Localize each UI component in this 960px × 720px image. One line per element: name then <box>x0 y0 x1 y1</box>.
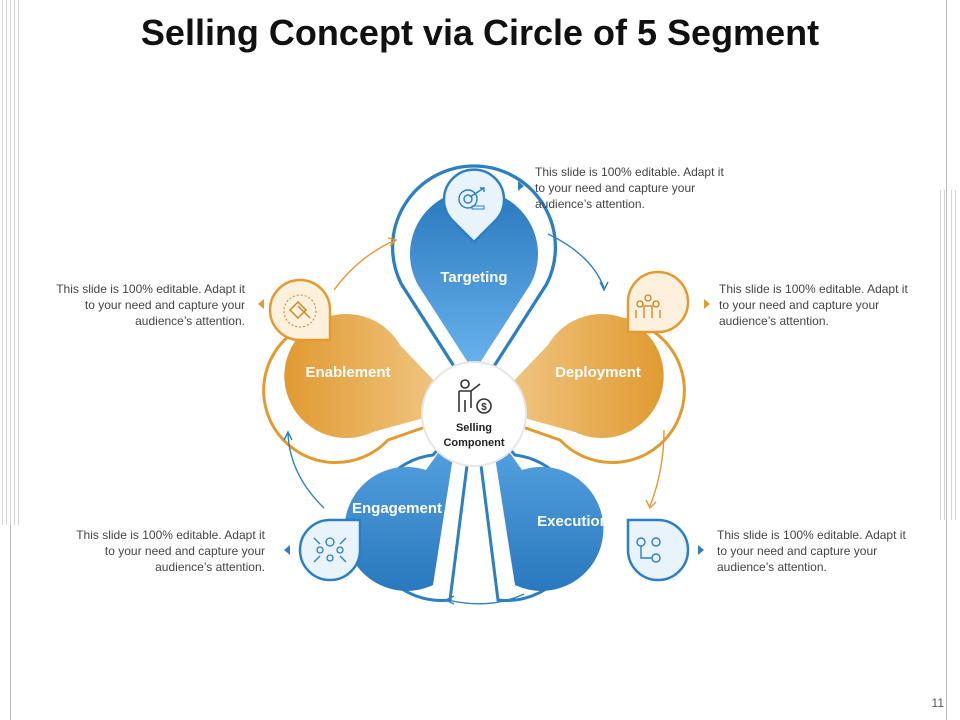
pointer-markers <box>258 181 710 555</box>
handshake-icon <box>268 278 332 342</box>
decor-line <box>10 525 11 720</box>
description-deployment: This slide is 100% editable. Adapt it to… <box>719 282 908 328</box>
target-head-icon <box>442 168 506 244</box>
segment-label: Targeting <box>440 269 507 286</box>
segment-execution: Execution <box>490 425 609 591</box>
segment-label: Deployment <box>555 364 641 381</box>
segment-label: Execution <box>537 513 609 530</box>
segment-targeting: Targeting <box>409 190 538 372</box>
segment-label: Enablement <box>305 364 390 381</box>
decor-line <box>14 0 15 525</box>
description-targeting: This slide is 100% editable. Adapt it to… <box>535 165 724 211</box>
segment-label: Engagement <box>352 500 442 517</box>
team-icon <box>626 270 690 334</box>
svg-text:$: $ <box>481 402 487 413</box>
person-dollar-icon: $ <box>458 379 492 414</box>
decor-line <box>2 0 3 525</box>
center-hub: $ Selling Component <box>421 361 527 467</box>
decor-line <box>10 0 11 525</box>
flow-arrows <box>283 233 665 605</box>
center-label-line2: Component <box>443 437 504 449</box>
gears-flow-icon <box>626 518 690 582</box>
decor-line <box>6 0 7 525</box>
segment-deployment: Deployment <box>488 314 664 439</box>
network-people-icon <box>298 518 362 582</box>
segment-engagement: Engagement <box>344 425 458 591</box>
segment-enablement: Enablement <box>284 314 460 439</box>
decor-line <box>940 190 941 520</box>
decor-line <box>946 0 947 720</box>
description-engagement: This slide is 100% editable. Adapt it to… <box>76 528 265 574</box>
description-execution: This slide is 100% editable. Adapt it to… <box>717 528 906 574</box>
center-label-line1: Selling <box>456 422 492 434</box>
decor-line <box>951 190 952 520</box>
page-number: 11 <box>931 696 944 710</box>
decor-line <box>944 190 945 520</box>
decor-line <box>18 0 19 525</box>
description-enablement: This slide is 100% editable. Adapt it to… <box>56 282 245 328</box>
decor-line <box>955 190 956 520</box>
page-title: Selling Concept via Circle of 5 Segment <box>140 12 820 53</box>
